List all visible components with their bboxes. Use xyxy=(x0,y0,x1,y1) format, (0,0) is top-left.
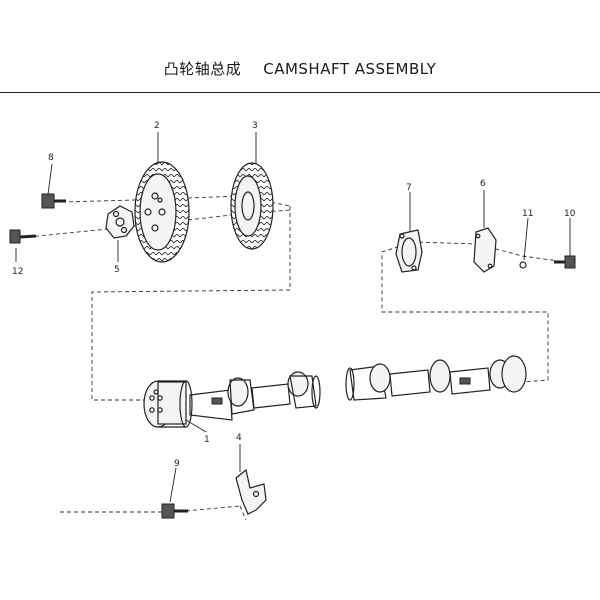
callout-8: 8 xyxy=(48,153,54,163)
bolt-9 xyxy=(161,503,188,519)
assembly-lines-right xyxy=(381,241,567,383)
bolt-12 xyxy=(9,229,37,244)
callout-1: 1 xyxy=(204,435,210,445)
bolt-8 xyxy=(41,193,66,209)
washer xyxy=(519,261,527,269)
cam-gear-large xyxy=(134,161,190,263)
camshaft-right xyxy=(345,355,527,401)
callout-9: 9 xyxy=(174,459,180,469)
callout-7: 7 xyxy=(406,183,412,193)
thrust-plate xyxy=(105,205,135,239)
leader-lines xyxy=(15,132,571,503)
callout-11: 11 xyxy=(522,209,533,219)
title-english: CAMSHAFT ASSEMBLY xyxy=(263,60,437,78)
callout-2: 2 xyxy=(154,121,160,131)
callouts: 2 3 8 12 5 1 4 9 7 6 11 10 xyxy=(12,121,576,469)
title-chinese: 凸轮轴总成 xyxy=(163,60,242,78)
callout-12: 12 xyxy=(12,267,23,277)
callout-5: 5 xyxy=(114,265,120,275)
callout-6: 6 xyxy=(480,179,486,189)
callout-4: 4 xyxy=(236,433,242,443)
bolt-10 xyxy=(554,255,576,269)
title-rule xyxy=(0,92,600,93)
camshaft-left xyxy=(143,371,321,428)
bracket xyxy=(235,468,267,515)
callout-10: 10 xyxy=(564,209,576,219)
callout-3: 3 xyxy=(252,121,258,131)
gasket xyxy=(395,229,423,273)
cover xyxy=(473,227,497,273)
page-title: 凸轮轴总成 CAMSHAFT ASSEMBLY xyxy=(0,58,600,79)
cam-gear-small xyxy=(230,162,274,250)
